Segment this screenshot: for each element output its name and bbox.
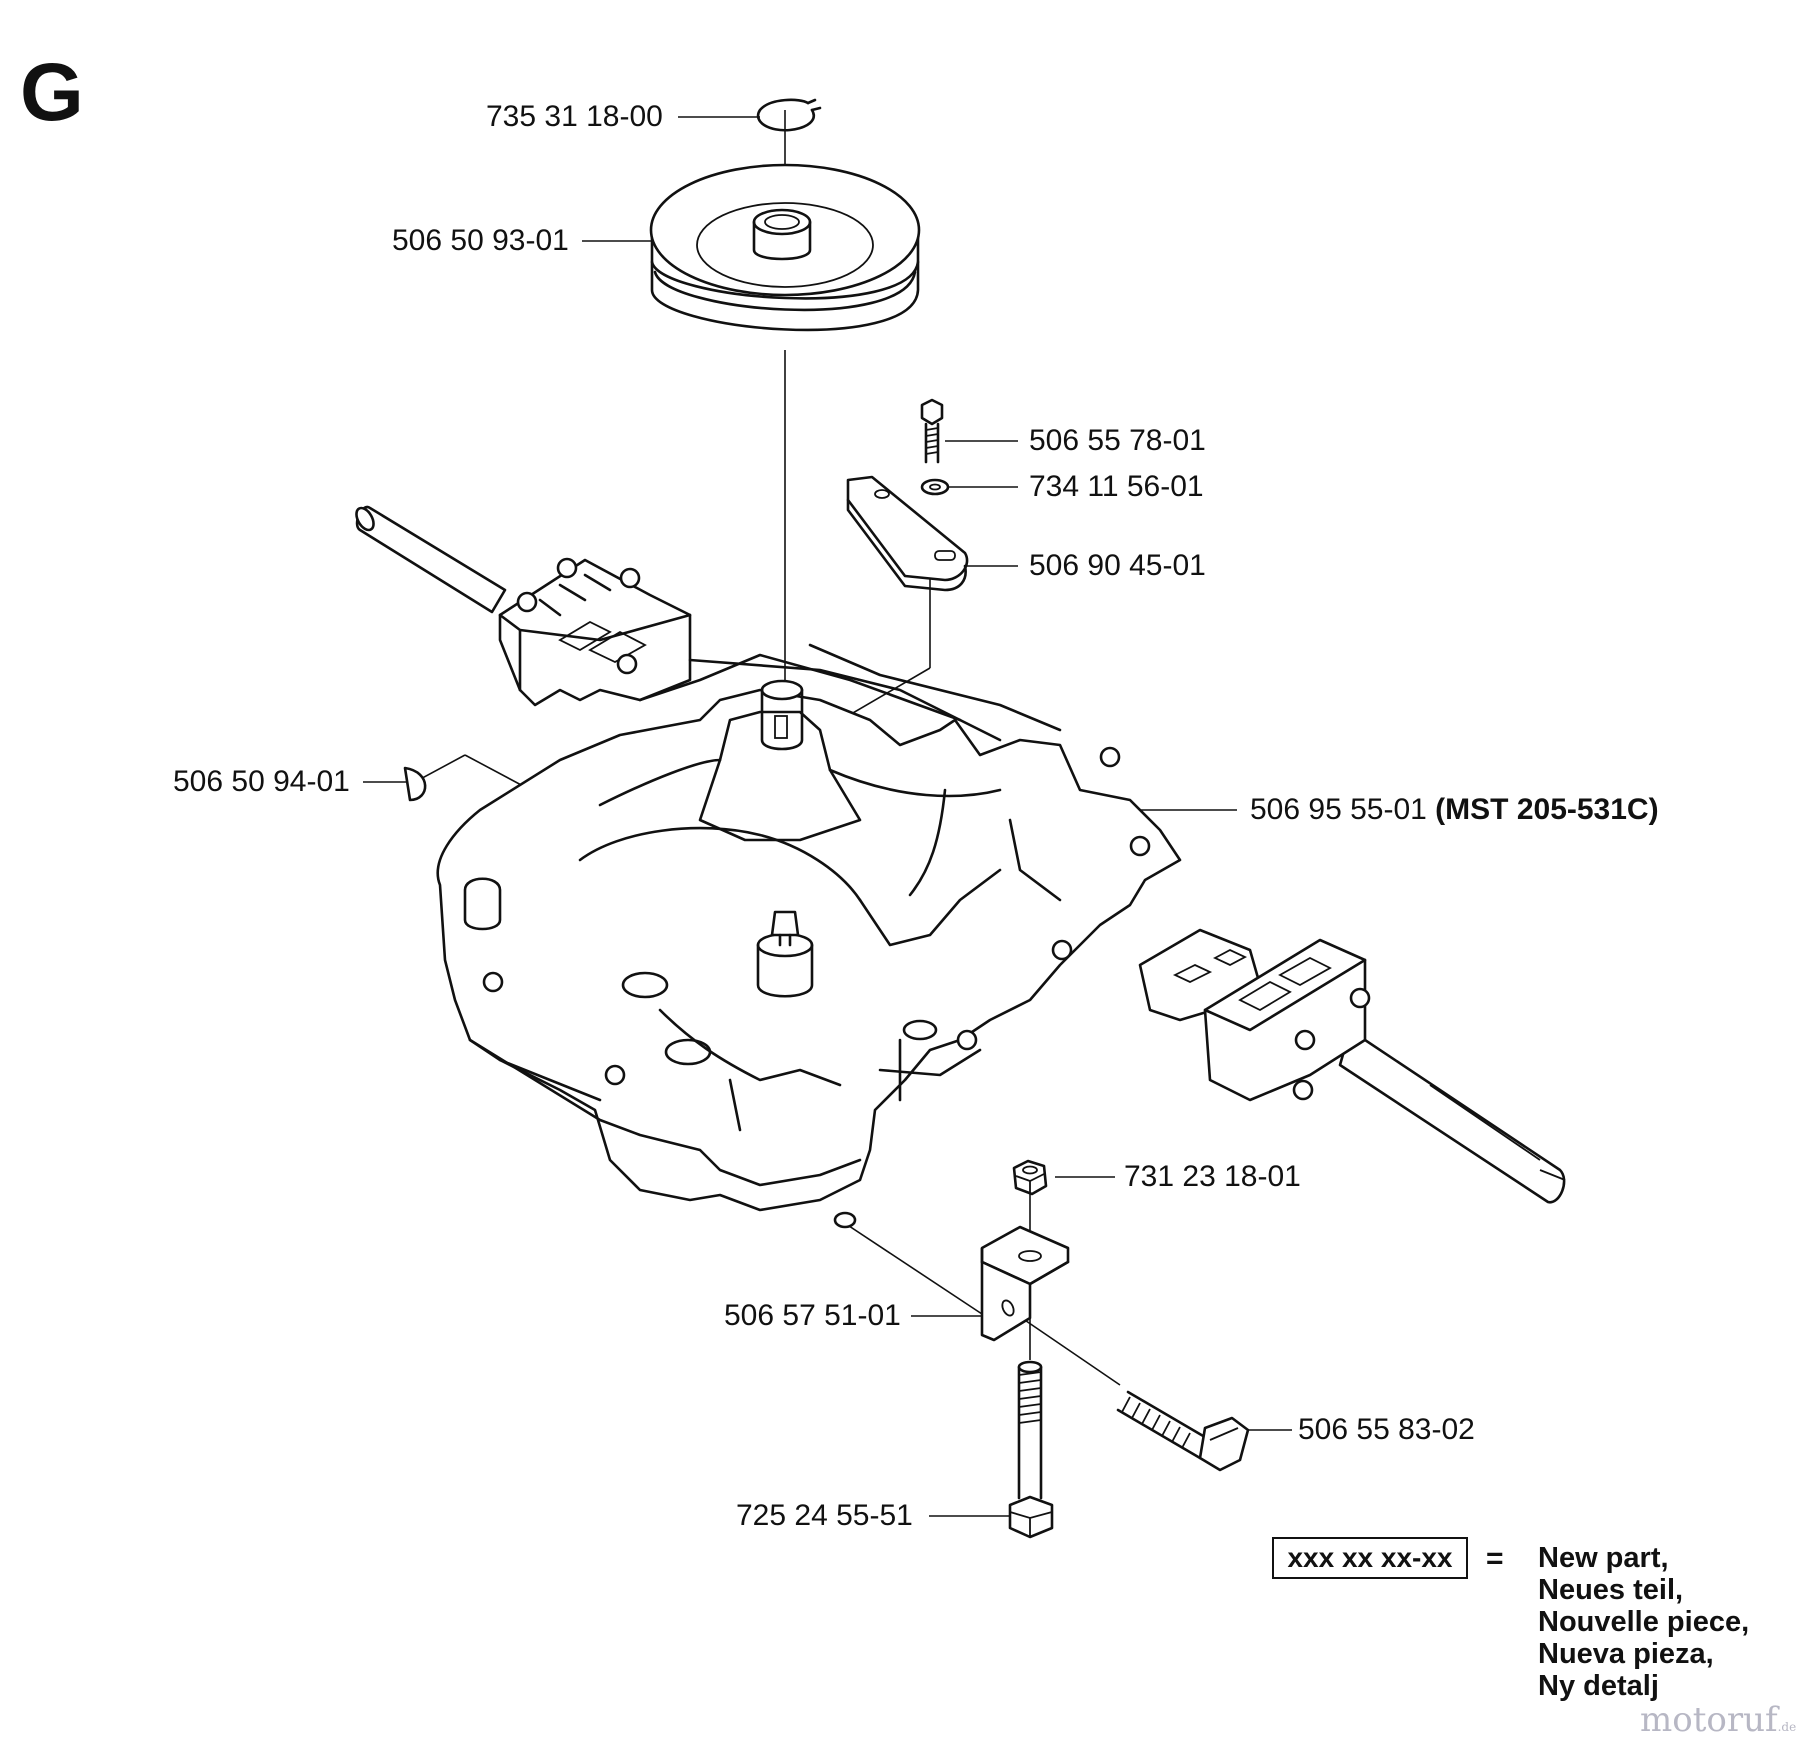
snap-ring-part [756, 98, 822, 132]
label-nut: 731 23 18-01 [1124, 1160, 1301, 1193]
pulley-part [649, 163, 921, 332]
angle-bracket-part [980, 1225, 1070, 1342]
transaxle-model-note: (MST 205-531C) [1435, 793, 1659, 826]
watermark-suffix: .de [1777, 1720, 1797, 1734]
legend-line: Nouvelle piece, [1538, 1606, 1750, 1638]
legend-line: Nueva pieza, [1538, 1638, 1714, 1670]
label-pulley: 506 50 93-01 [392, 224, 569, 257]
legend-line: Ny detalj [1538, 1670, 1659, 1702]
label-angle-bracket: 506 57 51-01 [724, 1299, 901, 1332]
legend-line: Neues teil, [1538, 1574, 1684, 1606]
nut-part [1012, 1159, 1048, 1196]
legend-text: New part, Neues teil, Nouvelle piece, Nu… [1538, 1542, 1749, 1702]
label-bolt-top: 506 55 78-01 [1029, 424, 1206, 457]
transaxle-part-number: 506 95 55-01 [1250, 793, 1427, 826]
woodruff-key-part [403, 766, 427, 802]
label-transaxle: 506 95 55-01 (MST 205-531C) [1250, 793, 1659, 827]
label-bolt-bottom: 725 24 55-51 [736, 1499, 913, 1532]
label-snap-ring: 735 31 18-00 [486, 100, 663, 133]
section-letter: G [20, 47, 84, 138]
legend-line: New part, [1538, 1542, 1669, 1574]
label-bolt-side: 506 55 83-02 [1298, 1413, 1475, 1446]
top-bolt-part [920, 398, 944, 464]
bottom-bolt-part [1008, 1360, 1054, 1539]
label-washer: 734 11 56-01 [1029, 470, 1204, 503]
transaxle-part [355, 505, 1566, 1229]
label-key: 506 50 94-01 [173, 765, 350, 798]
side-bolt-part [1116, 1390, 1250, 1472]
watermark-logo: motoruf.de [1640, 1700, 1796, 1740]
washer-part [920, 478, 950, 496]
label-bracket-plate: 506 90 45-01 [1029, 549, 1206, 582]
bracket-plate-part [846, 475, 969, 592]
legend-equals: = [1486, 1542, 1504, 1575]
legend-code-box: xxx xx xx-xx [1272, 1537, 1468, 1579]
watermark-text: motoruf [1640, 1700, 1778, 1740]
